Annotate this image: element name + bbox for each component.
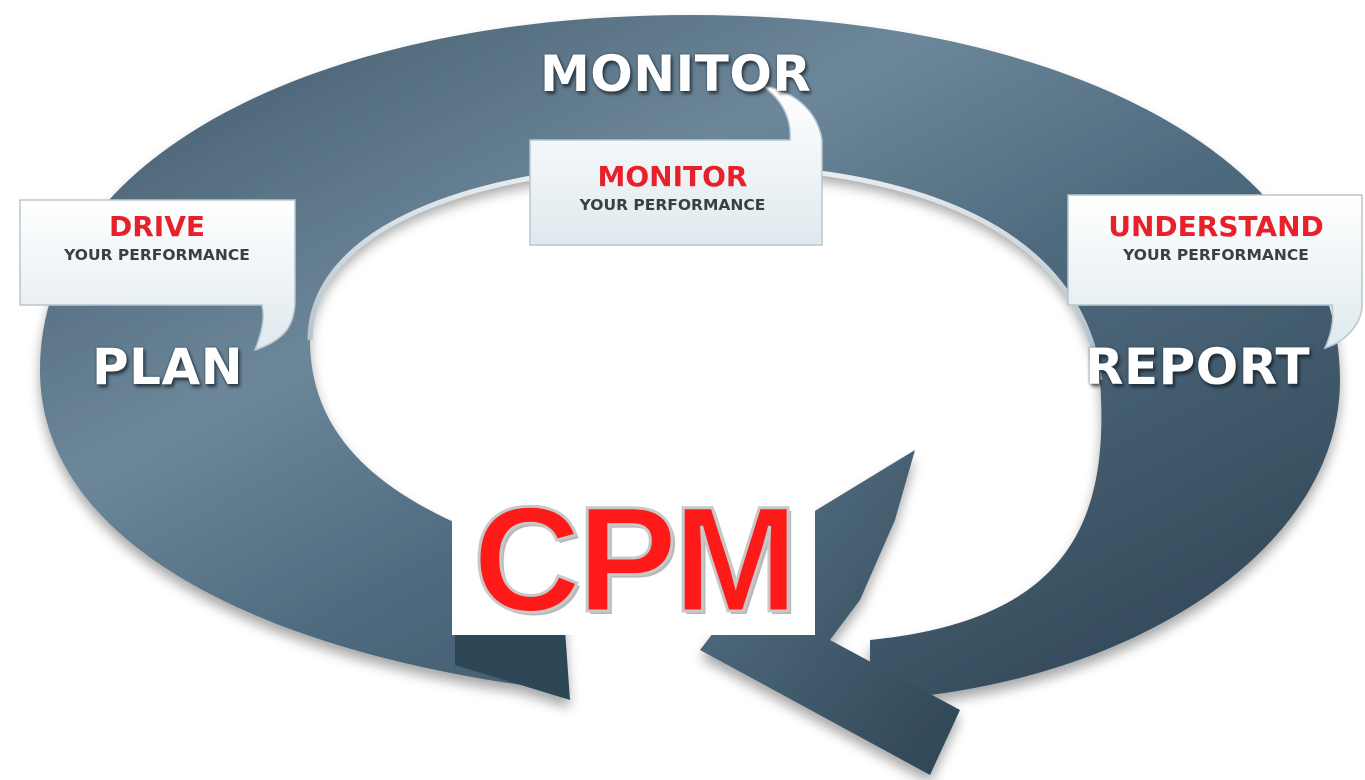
cpm-label-box: CPM	[452, 475, 815, 643]
callout-monitor-title: MONITOR	[597, 160, 748, 193]
callout-monitor: MONITOR YOUR PERFORMANCE	[540, 160, 805, 216]
callout-drive-title: DRIVE	[108, 210, 206, 243]
callout-drive-subtitle: YOUR PERFORMANCE	[64, 246, 250, 264]
callout-understand-subtitle: YOUR PERFORMANCE	[1123, 246, 1309, 264]
stage-label-plan: PLAN	[92, 338, 244, 396]
stage-label-report: REPORT	[1085, 338, 1311, 396]
callout-drive: DRIVE YOUR PERFORMANCE	[22, 210, 292, 266]
callout-monitor-bubble	[529, 84, 823, 246]
callout-drive-bubble	[19, 199, 296, 352]
callout-monitor-subtitle: YOUR PERFORMANCE	[579, 196, 766, 214]
stage-label-monitor: MONITOR	[540, 45, 812, 103]
callout-understand: UNDERSTAND YOUR PERFORMANCE	[1080, 210, 1352, 266]
cpm-label: CPM	[471, 475, 799, 643]
callout-understand-bubble	[1067, 194, 1363, 350]
callout-understand-title: UNDERSTAND	[1108, 210, 1324, 243]
